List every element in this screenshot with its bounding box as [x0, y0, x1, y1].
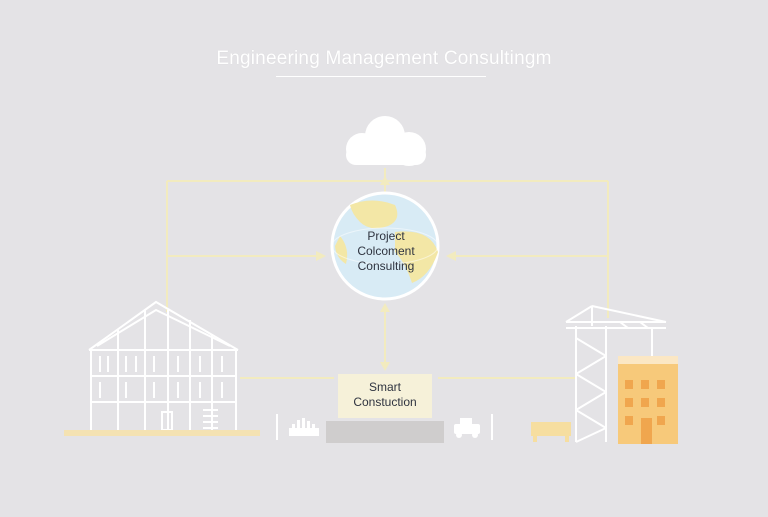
building-frame-icon [88, 300, 239, 431]
bottom-node-label: Smart Constuction [338, 380, 432, 410]
smart-construction-box [338, 374, 432, 418]
tower-crane-icon [565, 305, 667, 443]
building-ground [64, 430, 260, 436]
bottom-node-line-1: Smart [368, 380, 401, 394]
orange-building-icon [618, 356, 678, 444]
bench-icon [531, 422, 571, 442]
globe-icon [330, 191, 440, 301]
arrow-head-smart-up [380, 362, 390, 371]
arrow-head-right [446, 251, 456, 261]
cloud-icon [346, 116, 426, 166]
diagram-title: Engineering Management Consultingm [216, 48, 552, 69]
title-underline [276, 76, 486, 77]
center-node-line-1: Project [367, 229, 405, 243]
platform-base [326, 421, 444, 443]
arrow-head-left [316, 251, 326, 261]
center-node-line-3: Consulting [357, 259, 415, 273]
bottom-node-line-2: Constuction [353, 395, 417, 409]
bar-chart-icon [289, 418, 319, 436]
arrow-head-top [380, 176, 390, 185]
arrow-heads [316, 176, 456, 371]
center-node-line-2: Colcoment [357, 244, 415, 258]
vehicle-icon [454, 418, 480, 438]
center-node-label: Project Colcoment Consulting [333, 229, 439, 274]
arrow-head-globe-down [380, 303, 390, 312]
